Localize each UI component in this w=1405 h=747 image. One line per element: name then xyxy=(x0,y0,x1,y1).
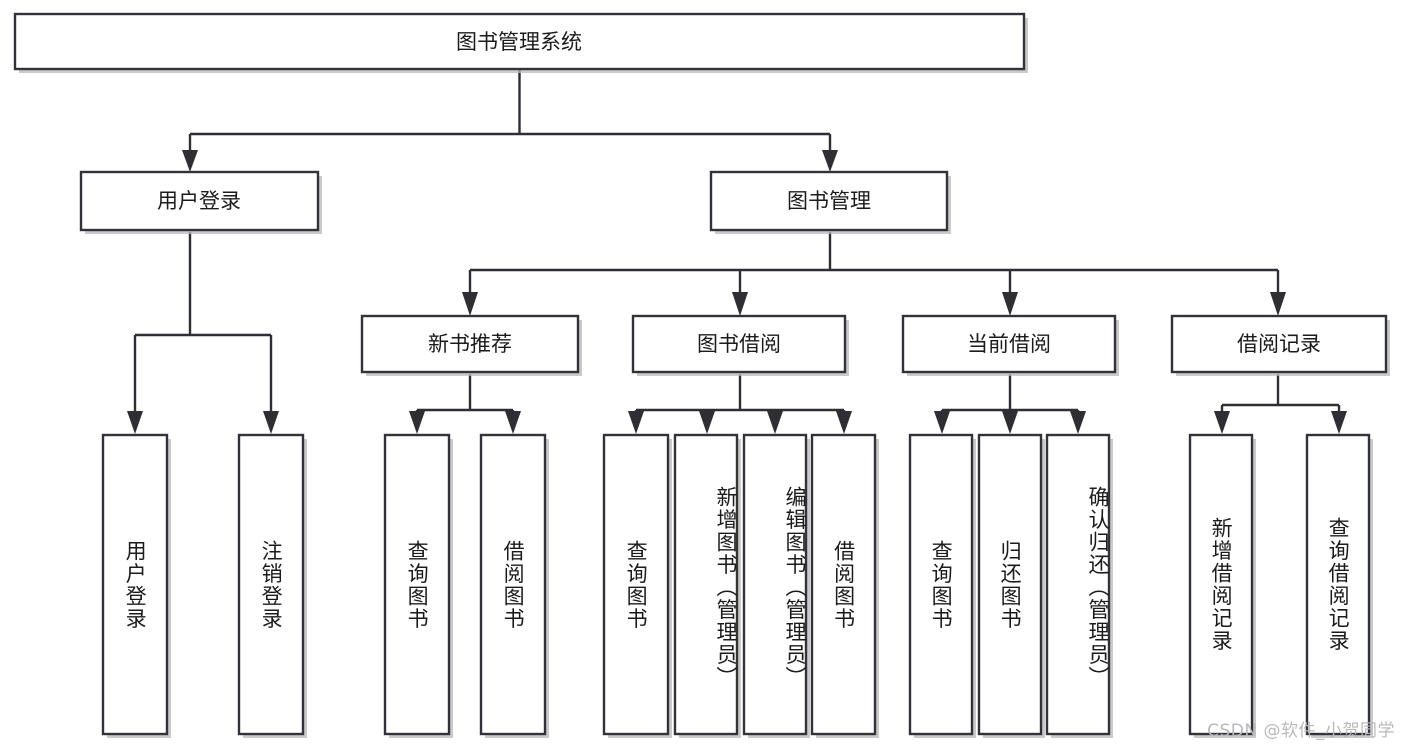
borrow-record-node-box[interactable] xyxy=(1170,314,1388,374)
leaf-12-box[interactable] xyxy=(1188,433,1254,736)
leaf-1-box[interactable] xyxy=(101,433,169,736)
arrow-to-currentborrow xyxy=(1002,292,1018,316)
current-borrow-node-box[interactable] xyxy=(901,314,1117,374)
node-label-group: 图书管理系统 用户登录 图书管理 新书推荐 图书借阅 当前借阅 借阅记录 xyxy=(157,30,1321,356)
new-book-rec-node-box[interactable] xyxy=(360,314,580,374)
node-box-group xyxy=(13,12,1390,738)
current-borrow-node-label: 当前借阅 xyxy=(967,332,1051,356)
leaf-7-box[interactable] xyxy=(742,433,808,736)
leaf-4-box[interactable] xyxy=(479,433,547,736)
arrow-leaf-4 xyxy=(505,411,521,434)
leaf-8-box[interactable] xyxy=(810,433,877,736)
root-node-box[interactable] xyxy=(13,12,1026,71)
leaf-10-box[interactable] xyxy=(977,433,1043,736)
root-node-label: 图书管理系统 xyxy=(456,30,582,54)
arrow-leaf-7 xyxy=(767,411,783,434)
book-manage-node-box[interactable] xyxy=(709,170,949,232)
user-login-node-label: 用户登录 xyxy=(157,189,241,213)
connector-group xyxy=(127,69,1347,434)
arrow-to-book-manage xyxy=(822,150,838,172)
arrow-leaf-12 xyxy=(1214,411,1230,434)
leaf-6-box[interactable] xyxy=(673,433,739,736)
leaf-13-box[interactable] xyxy=(1305,433,1371,736)
arrow-to-bookborrow xyxy=(732,292,748,316)
arrow-leaf-3 xyxy=(409,411,425,434)
user-login-node-box[interactable] xyxy=(79,170,320,232)
leaf-11-box[interactable] xyxy=(1045,433,1111,736)
arrow-to-newbook xyxy=(462,292,478,316)
borrow-record-node-label: 借阅记录 xyxy=(1237,332,1321,356)
arrow-leaf-5 xyxy=(628,411,644,434)
arrow-leaf-1 xyxy=(127,411,143,434)
leaf-3-box[interactable] xyxy=(383,433,451,736)
leaf-2-box[interactable] xyxy=(237,433,305,736)
book-manage-node-label: 图书管理 xyxy=(787,189,871,213)
arrow-leaf-11 xyxy=(1070,411,1086,434)
arrow-leaf-10 xyxy=(1002,411,1018,434)
arrow-leaf-9 xyxy=(934,411,950,434)
arrow-leaf-6 xyxy=(699,411,715,434)
book-borrow-node-label: 图书借阅 xyxy=(697,332,781,356)
arrow-leaf-13 xyxy=(1331,411,1347,434)
arrow-leaf-8 xyxy=(836,411,852,434)
arrow-to-borrowrecord xyxy=(1270,292,1286,316)
watermark-text: CSDN @软件_小贺同学 xyxy=(1207,721,1395,741)
new-book-rec-node-label: 新书推荐 xyxy=(428,332,512,356)
arrow-leaf-2 xyxy=(263,411,279,434)
arrow-to-user-login xyxy=(182,150,198,172)
book-borrow-node-box[interactable] xyxy=(631,314,847,374)
leaf-9-box[interactable] xyxy=(908,433,974,736)
leaf-5-box[interactable] xyxy=(602,433,670,736)
